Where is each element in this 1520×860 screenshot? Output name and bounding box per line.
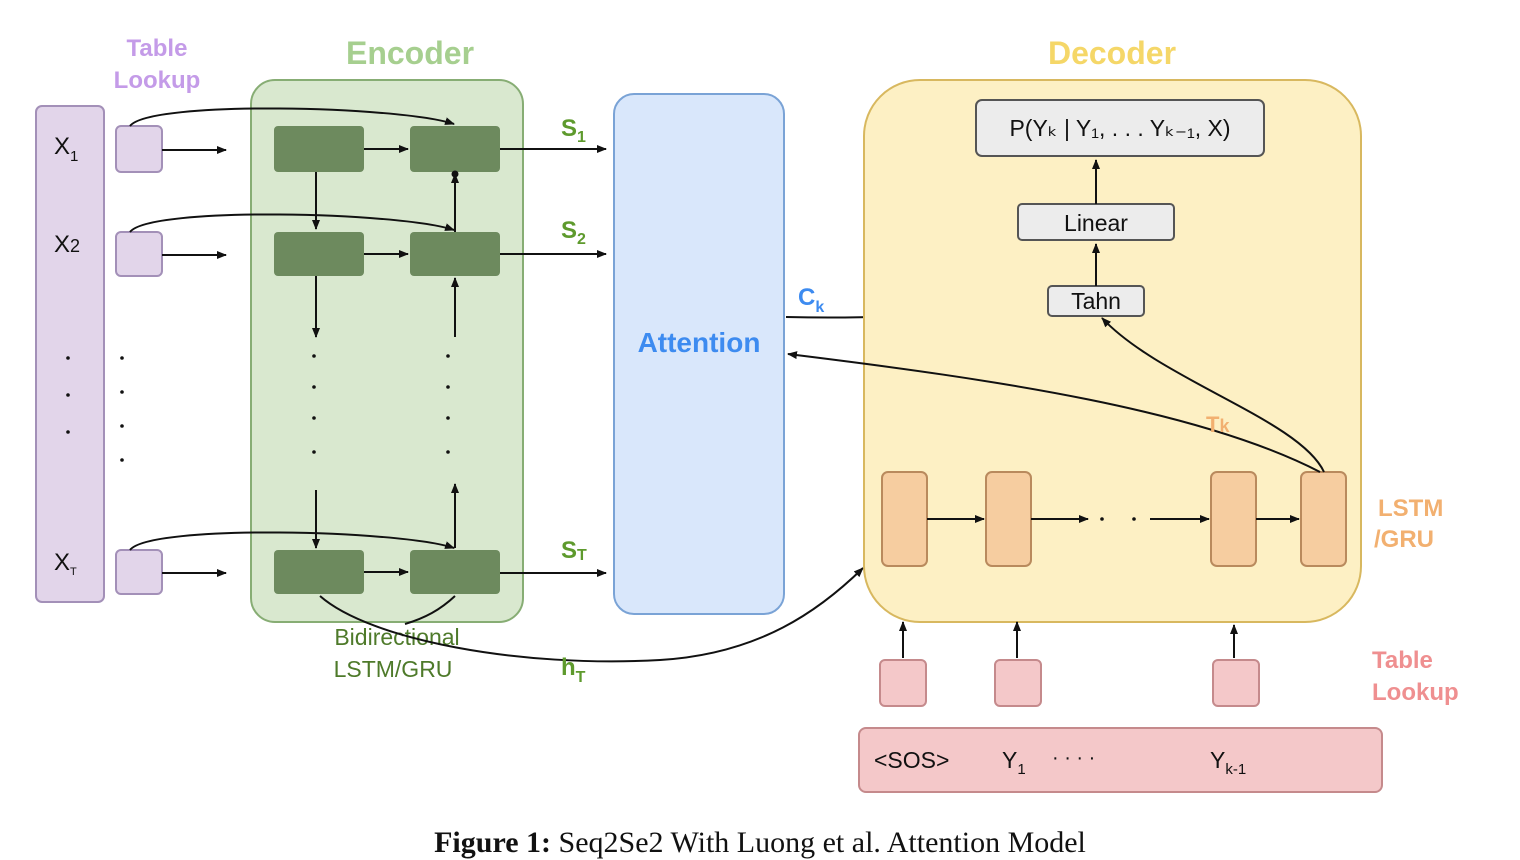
rnn-label-line2: /GRU	[1374, 526, 1434, 553]
encoder-caption-line2: LSTM/GRU	[334, 656, 453, 682]
decoder-recurrent-ellipsis	[1100, 517, 1136, 521]
lookup-right-label-line1: Table	[1372, 647, 1433, 674]
encoder-backward-cell-t	[410, 550, 500, 594]
lookup-right-label-line2: Lookup	[1372, 679, 1459, 706]
embedding-box-t	[115, 549, 163, 595]
input-x2-label: X2	[54, 231, 80, 258]
lookup-left-label-line1: Table	[127, 35, 188, 62]
decoder-state-to-attention-arrow	[787, 351, 1321, 473]
encoder-backward-cell-2	[410, 232, 500, 276]
decoder-embedding-box-1	[879, 659, 927, 707]
lookup-left-label-line2: Lookup	[114, 67, 201, 94]
decoder-input-y1: Y1	[1002, 747, 1026, 778]
decoder-title: Decoder	[1048, 35, 1176, 71]
decoder-cell-2	[985, 471, 1032, 567]
decoder-state-to-tahn-arrow	[1101, 317, 1325, 473]
decoder-embedding-arrows	[899, 621, 1238, 658]
decoder-input-ellipsis: · · · ·	[1052, 747, 1095, 769]
input-sequence-column	[35, 105, 105, 603]
encoder-output-s2-label: S2	[561, 217, 586, 248]
rnn-label-line1: LSTM	[1378, 495, 1443, 522]
encoder-junction-dot	[451, 170, 459, 178]
output-probability-box	[975, 99, 1265, 157]
decoder-cell-k	[1300, 471, 1347, 567]
decoder-cells	[881, 471, 1347, 567]
context-ck-label: Ck	[798, 284, 824, 316]
hidden-state-merge-line	[404, 595, 456, 625]
input-x1-label: X1	[54, 133, 78, 165]
encoder-output-st-label: ST	[561, 537, 587, 564]
embedding-to-encoder-arrows	[162, 146, 227, 577]
encoder-output-s1-label: S1	[561, 115, 586, 146]
encoder-caption-line1: Bidirectional	[334, 624, 459, 650]
figure-caption-prefix: Figure 1:	[434, 826, 552, 859]
figure-caption: Figure 1: Seq2Se2 With Luong et al. Atte…	[0, 826, 1520, 860]
encoder-title: Encoder	[346, 35, 474, 71]
hidden-state-arrow	[319, 567, 864, 663]
encoder-internal-arrows	[129, 107, 459, 576]
encoder-output-arrows	[500, 145, 607, 577]
encoder-forward-cell-2	[274, 232, 364, 276]
decoder-embedding-boxes	[879, 659, 1260, 707]
decoder-input-yk-1: Yk-1	[1210, 747, 1246, 778]
attention-label: Attention	[638, 327, 761, 358]
encoder-ellipsis	[312, 354, 450, 454]
decoder-block	[863, 79, 1362, 623]
decoder-input-sequence-box	[858, 727, 1383, 793]
decoder-input-sos: <SOS>	[874, 747, 949, 773]
input-column-ellipsis	[66, 356, 124, 462]
encoder-backward-cell-1	[410, 126, 500, 172]
decoder-embedding-box-2	[994, 659, 1042, 707]
figure-caption-text: Seq2Se2 With Luong et al. Attention Mode…	[558, 826, 1086, 859]
hidden-state-ht-label: hT	[561, 654, 586, 686]
decoder-cell-k-1	[1210, 471, 1257, 567]
linear-layer-label: Linear	[1064, 210, 1128, 236]
encoder-forward-cell-1	[274, 126, 364, 172]
output-probability-label: P(Yₖ | Y₁, . . . Yₖ₋₁, X)	[1009, 115, 1230, 141]
decoder-cell-1	[881, 471, 928, 567]
embedding-box-2	[115, 231, 163, 277]
attention-block	[613, 93, 785, 615]
encoder-cells	[274, 126, 500, 594]
decoder-embedding-box-k-1	[1212, 659, 1260, 707]
decoder-state-tk-label: Tk	[1206, 412, 1230, 437]
tahn-label: Tahn	[1071, 288, 1121, 314]
input-xt-label: XT	[54, 549, 77, 578]
embedding-box-1	[115, 125, 163, 173]
encoder-forward-cell-t	[274, 550, 364, 594]
